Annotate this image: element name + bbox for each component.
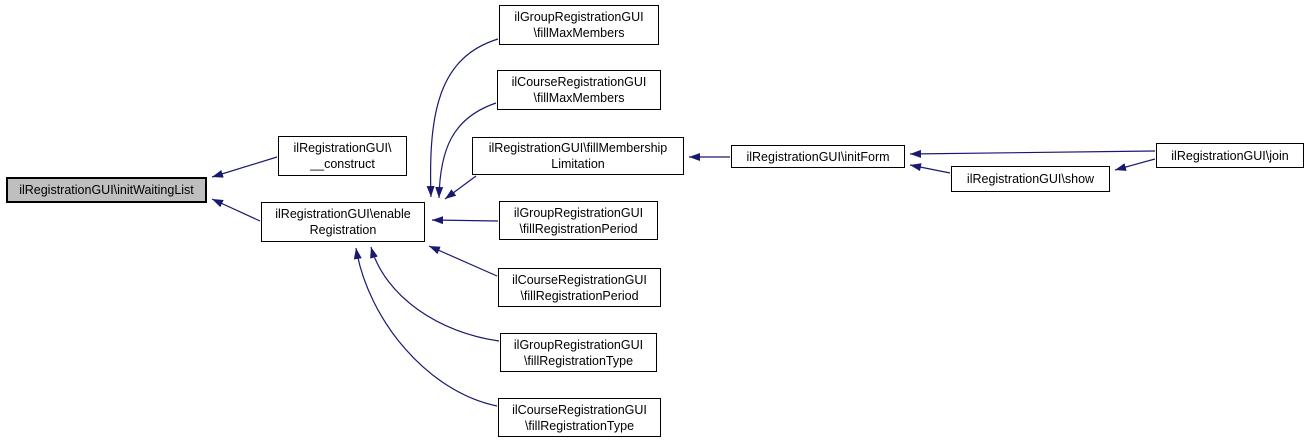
node-label: ilRegistrationGUI\initForm	[746, 149, 890, 164]
node-ilregistrationgui-join[interactable]: ilRegistrationGUI\join	[1156, 143, 1304, 168]
edge-construct-to-initwaitinglist	[211, 156, 278, 178]
edge-coursefillregistrationtype-to-enableregistration	[353, 247, 498, 407]
node-label: ilRegistrationGUI\join	[1171, 148, 1289, 163]
node-ilregistrationgui-initwaitinglist: ilRegistrationGUI\initWaitingList	[6, 177, 207, 203]
node-label: \fillRegistrationType	[524, 418, 635, 433]
node-ilcourseregistrationgui-fillregistrationperiod[interactable]: ilCourseRegistrationGUI \fillRegistratio…	[498, 268, 661, 307]
node-label: ilCourseRegistrationGUI	[511, 75, 647, 89]
node-ilregistrationgui-construct[interactable]: ilRegistrationGUI\ __construct	[278, 136, 407, 176]
node-label: ilRegistrationGUI\enable	[275, 207, 411, 221]
node-label: ilGroupRegistrationGUI	[513, 205, 644, 220]
edge-groupfillmaxmembers-to-enableregistration	[426, 38, 499, 198]
edge-fillmembershiplimitation-to-enableregistration	[444, 175, 477, 200]
edge-groupfillregistrationperiod-to-enableregistration	[431, 216, 499, 225]
node-ilgroupregistrationgui-fillregistrationtype[interactable]: ilGroupRegistrationGUI \fillRegistration…	[500, 333, 657, 372]
node-label: \fillMaxMembers	[533, 91, 625, 105]
node-ilregistrationgui-initform[interactable]: ilRegistrationGUI\initForm	[731, 145, 905, 168]
node-label: Registration	[309, 223, 377, 237]
node-ilgroupregistrationgui-fillregistrationperiod[interactable]: ilGroupRegistrationGUI \fillRegistration…	[499, 201, 658, 240]
edge-show-to-initform	[909, 163, 951, 174]
node-label: ilRegistrationGUI\	[293, 141, 392, 155]
node-ilcourseregistrationgui-fillregistrationtype[interactable]: ilCourseRegistrationGUI \fillRegistratio…	[498, 398, 661, 437]
edge-join-to-initform	[909, 149, 1156, 158]
node-ilgroupregistrationgui-fillmaxmembers[interactable]: ilGroupRegistrationGUI \fillMaxMembers	[499, 5, 659, 45]
edge-groupfillregistrationtype-to-enableregistration	[370, 246, 500, 342]
edge-coursefillregistrationperiod-to-enableregistration	[428, 245, 498, 277]
node-ilregistrationgui-enableregistration[interactable]: ilRegistrationGUI\enable Registration	[261, 202, 425, 242]
node-label: ilRegistrationGUI\initWaitingList	[19, 183, 194, 197]
node-label: \fillRegistrationPeriod	[520, 288, 639, 303]
node-label: \fillMaxMembers	[533, 26, 625, 40]
node-ilregistrationgui-show[interactable]: ilRegistrationGUI\show	[951, 166, 1110, 192]
node-ilregistrationgui-fillmembershiplimitation[interactable]: ilRegistrationGUI\fillMembership Limitat…	[472, 137, 684, 175]
node-label: __construct	[310, 157, 375, 171]
edge-enableregistration-to-initwaitinglist	[211, 198, 261, 222]
node-ilcourseregistrationgui-fillmaxmembers[interactable]: ilCourseRegistrationGUI \fillMaxMembers	[497, 70, 661, 110]
node-label: ilRegistrationGUI\show	[966, 172, 1095, 186]
node-label: ilRegistrationGUI\fillMembership	[488, 141, 668, 155]
edge-join-to-show	[1114, 158, 1156, 171]
edge-coursefillmaxmembers-to-enableregistration	[435, 102, 497, 199]
node-label: \fillRegistrationPeriod	[519, 221, 638, 236]
node-label: ilCourseRegistrationGUI	[512, 272, 647, 287]
node-label: ilGroupRegistrationGUI	[514, 10, 644, 24]
node-label: ilCourseRegistrationGUI	[512, 402, 647, 417]
node-label: Limitation	[551, 157, 605, 171]
node-label: ilGroupRegistrationGUI	[513, 337, 644, 352]
node-label: \fillRegistrationType	[523, 353, 634, 368]
